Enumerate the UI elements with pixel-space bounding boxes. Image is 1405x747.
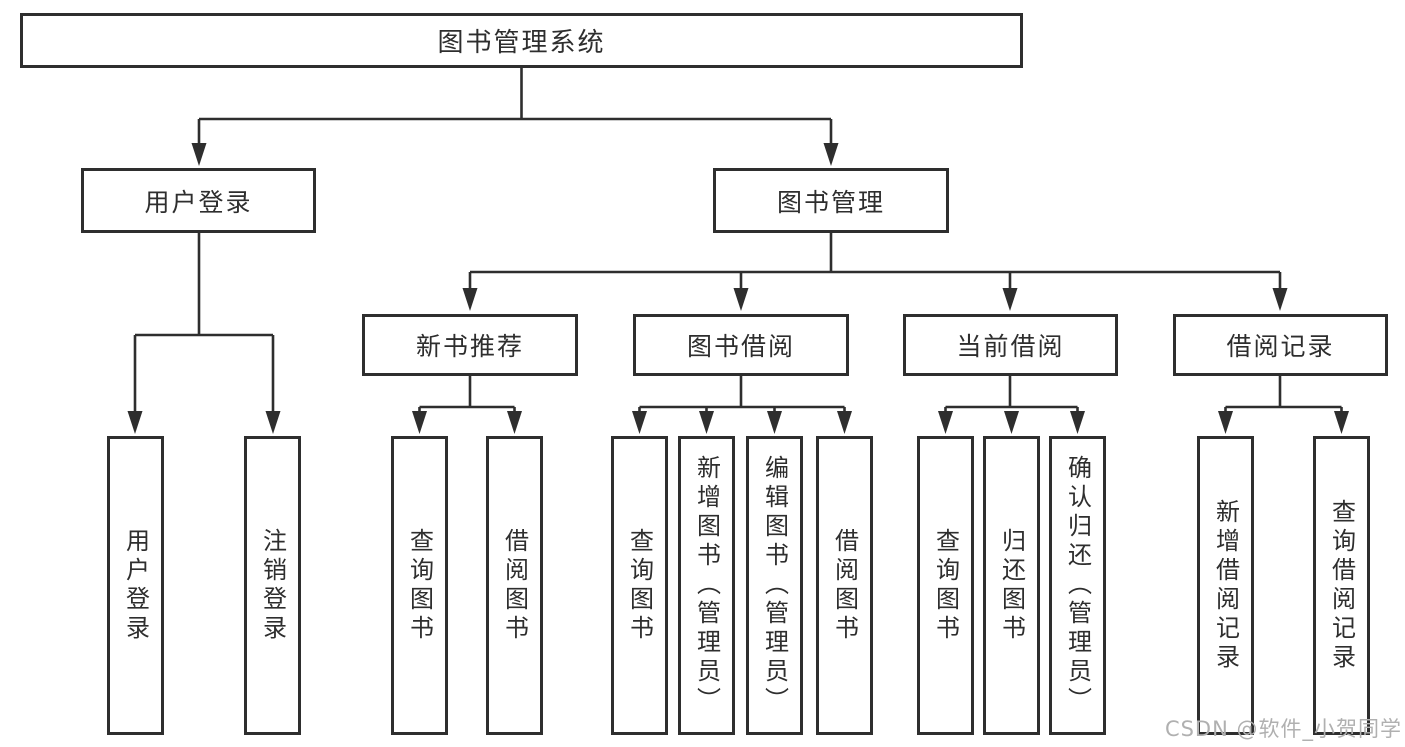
- node-borrow-records: 借阅记录: [1173, 314, 1388, 376]
- node-book-management-label: 图书管理: [776, 187, 885, 217]
- leaf-borrow-borrow-books: 借阅图书: [816, 436, 873, 735]
- leaf-current-query-books: 查询图书: [917, 436, 974, 735]
- leaf-borrow-query-books: 查询图书: [611, 436, 668, 735]
- arrowhead: [1004, 411, 1019, 434]
- leaf-borrow-add-books-admin-label: 新增图书（管理员）: [692, 455, 721, 716]
- arrowhead: [1218, 411, 1233, 434]
- leaf-user-login-label: 用户登录: [121, 527, 150, 644]
- leaf-borrow-edit-books-admin: 编辑图书（管理员）: [746, 436, 803, 735]
- csdn-watermark: CSDN @软件_小贺同学: [1164, 717, 1402, 741]
- leaf-records-query-record-label: 查询借阅记录: [1327, 498, 1356, 673]
- arrowhead: [412, 411, 427, 434]
- arrowhead: [699, 411, 714, 434]
- leaf-current-confirm-return-admin-label: 确认归还（管理员）: [1063, 455, 1092, 716]
- leaf-records-query-record: 查询借阅记录: [1313, 436, 1370, 735]
- arrowhead: [507, 411, 522, 434]
- node-book-borrow-label: 图书借阅: [686, 332, 795, 361]
- arrowhead: [837, 411, 852, 434]
- node-current-borrow: 当前借阅: [903, 314, 1118, 376]
- arrowhead: [938, 411, 953, 434]
- leaf-current-confirm-return-admin: 确认归还（管理员）: [1049, 436, 1106, 735]
- leaf-borrow-query-books-label: 查询图书: [625, 527, 654, 644]
- node-book-borrow: 图书借阅: [633, 314, 849, 376]
- node-current-borrow-label: 当前借阅: [956, 332, 1065, 361]
- leaf-borrow-borrow-books-label: 借阅图书: [830, 527, 859, 644]
- leaf-borrow-add-books-admin: 新增图书（管理员）: [678, 436, 735, 735]
- leaf-records-add-record: 新增借阅记录: [1197, 436, 1254, 735]
- leaf-recommend-query-books: 查询图书: [391, 436, 448, 735]
- node-root-label: 图书管理系统: [437, 28, 606, 58]
- node-borrow-records-label: 借阅记录: [1226, 332, 1335, 361]
- leaf-user-login: 用户登录: [107, 436, 164, 735]
- node-new-book-recommend: 新书推荐: [362, 314, 578, 376]
- leaf-logout-label: 注销登录: [258, 527, 287, 644]
- arrowhead: [265, 411, 281, 434]
- arrowhead: [462, 288, 478, 311]
- leaf-records-add-record-label: 新增借阅记录: [1211, 498, 1240, 673]
- arrowhead: [767, 411, 782, 434]
- leaf-current-return-books: 归还图书: [983, 436, 1040, 735]
- node-user-login: 用户登录: [81, 168, 316, 233]
- arrowhead: [823, 143, 839, 166]
- leaf-recommend-borrow-books: 借阅图书: [486, 436, 543, 735]
- arrowhead: [1002, 288, 1018, 311]
- arrowhead: [1070, 411, 1085, 434]
- leaf-borrow-edit-books-admin-label: 编辑图书（管理员）: [760, 455, 789, 716]
- node-book-management: 图书管理: [713, 168, 949, 233]
- leaf-recommend-query-books-label: 查询图书: [405, 527, 434, 644]
- arrowhead: [1272, 288, 1288, 311]
- leaf-logout: 注销登录: [244, 436, 301, 735]
- leaf-current-query-books-label: 查询图书: [931, 527, 960, 644]
- arrowhead: [191, 143, 207, 166]
- leaf-current-return-books-label: 归还图书: [997, 527, 1026, 644]
- arrowhead: [632, 411, 647, 434]
- node-new-book-recommend-label: 新书推荐: [415, 332, 524, 361]
- arrowhead: [127, 411, 143, 434]
- node-root: 图书管理系统: [20, 13, 1023, 68]
- arrowhead: [733, 288, 749, 311]
- arrowhead: [1334, 411, 1349, 434]
- leaf-recommend-borrow-books-label: 借阅图书: [500, 527, 529, 644]
- node-user-login-label: 用户登录: [144, 187, 253, 217]
